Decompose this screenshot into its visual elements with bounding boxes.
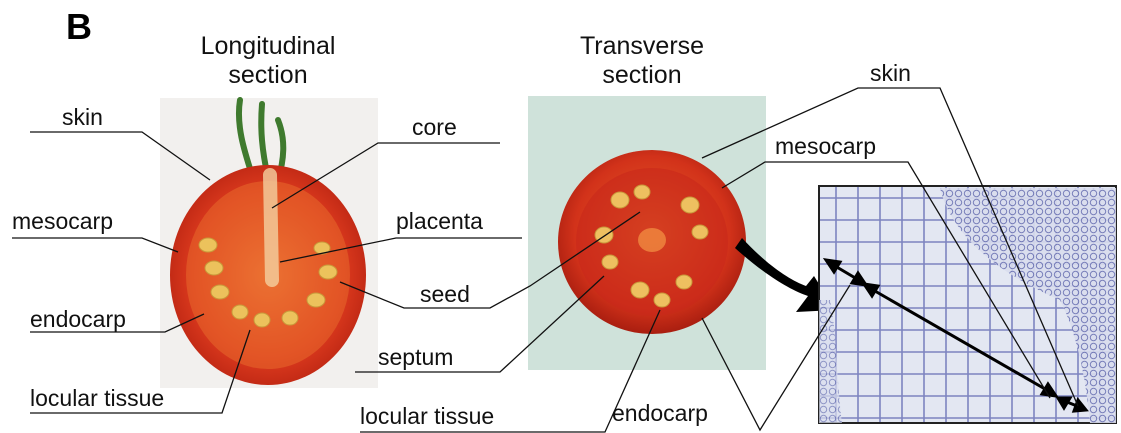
label-endocarp-right: endocarp [612,400,708,426]
longitudinal-photo [160,98,378,388]
label-endocarp-left: endocarp [30,306,126,332]
label-core: core [412,114,457,140]
label-mesocarp-left: mesocarp [12,208,113,234]
transverse-photo [528,96,766,370]
label-locular-tissue-left: locular tissue [30,385,164,411]
label-seed: seed [420,281,470,307]
label-skin-right: skin [870,60,911,86]
label-placenta: placenta [396,208,483,234]
label-septum: septum [378,344,453,370]
label-locular-tissue-middle: locular tissue [360,403,494,429]
label-skin-left: skin [62,104,103,130]
micrograph [819,186,1116,423]
label-mesocarp-right: mesocarp [775,133,876,159]
